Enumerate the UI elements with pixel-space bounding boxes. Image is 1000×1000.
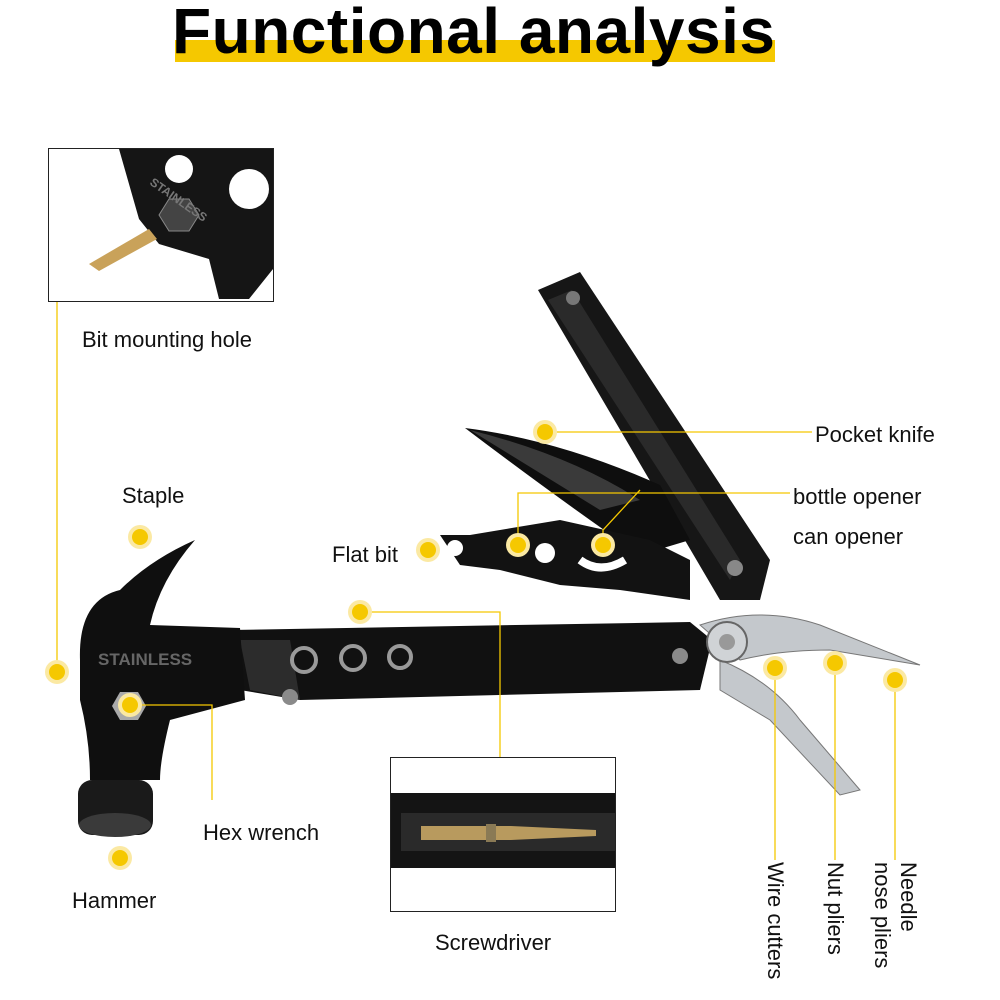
label-needle-nose-line2: nose pliers <box>870 862 895 969</box>
tool-handle <box>230 622 712 700</box>
label-wire-cutters: Wire cutters <box>763 862 788 980</box>
label-can-opener: can opener <box>793 524 904 549</box>
dot-flat-bit <box>416 538 440 562</box>
label-bottle-opener: bottle opener <box>793 484 922 509</box>
label-staple: Staple <box>122 483 185 508</box>
label-hex-wrench: Hex wrench <box>203 820 320 845</box>
label-pocket-knife: Pocket knife <box>815 422 935 447</box>
callout-dots <box>45 420 907 870</box>
dot-can <box>591 533 615 557</box>
opener-blade <box>440 520 690 600</box>
dot-bit-mount <box>45 660 69 684</box>
stainless-engraving: STAINLESS <box>98 650 192 669</box>
label-bit-mounting-hole: Bit mounting hole <box>82 327 252 352</box>
dot-nut <box>823 651 847 675</box>
dot-bottle <box>506 533 530 557</box>
dot-knife <box>533 420 557 444</box>
title-highlight <box>175 40 775 62</box>
label-hammer: Hammer <box>72 888 157 913</box>
pliers-lower-jaw <box>719 659 861 796</box>
label-nut-pliers: Nut pliers <box>823 862 848 955</box>
leader-lines <box>56 300 896 860</box>
dot-hex <box>118 693 142 717</box>
dot-wire <box>763 656 787 680</box>
dot-hammer <box>108 846 132 870</box>
dot-needle <box>883 668 907 692</box>
label-screwdriver: Screwdriver <box>435 930 552 955</box>
label-flat-bit: Flat bit <box>332 542 399 567</box>
page-title: Functional analysis <box>172 0 776 67</box>
dot-screwdriver <box>348 600 372 624</box>
dot-staple <box>128 525 152 549</box>
label-needle-nose-line1: Needle <box>896 862 921 932</box>
inset-screwdriver <box>390 757 616 912</box>
inset-bit-mounting-hole: STAINLESS <box>48 148 274 302</box>
pliers-upper-jaw <box>699 614 921 666</box>
